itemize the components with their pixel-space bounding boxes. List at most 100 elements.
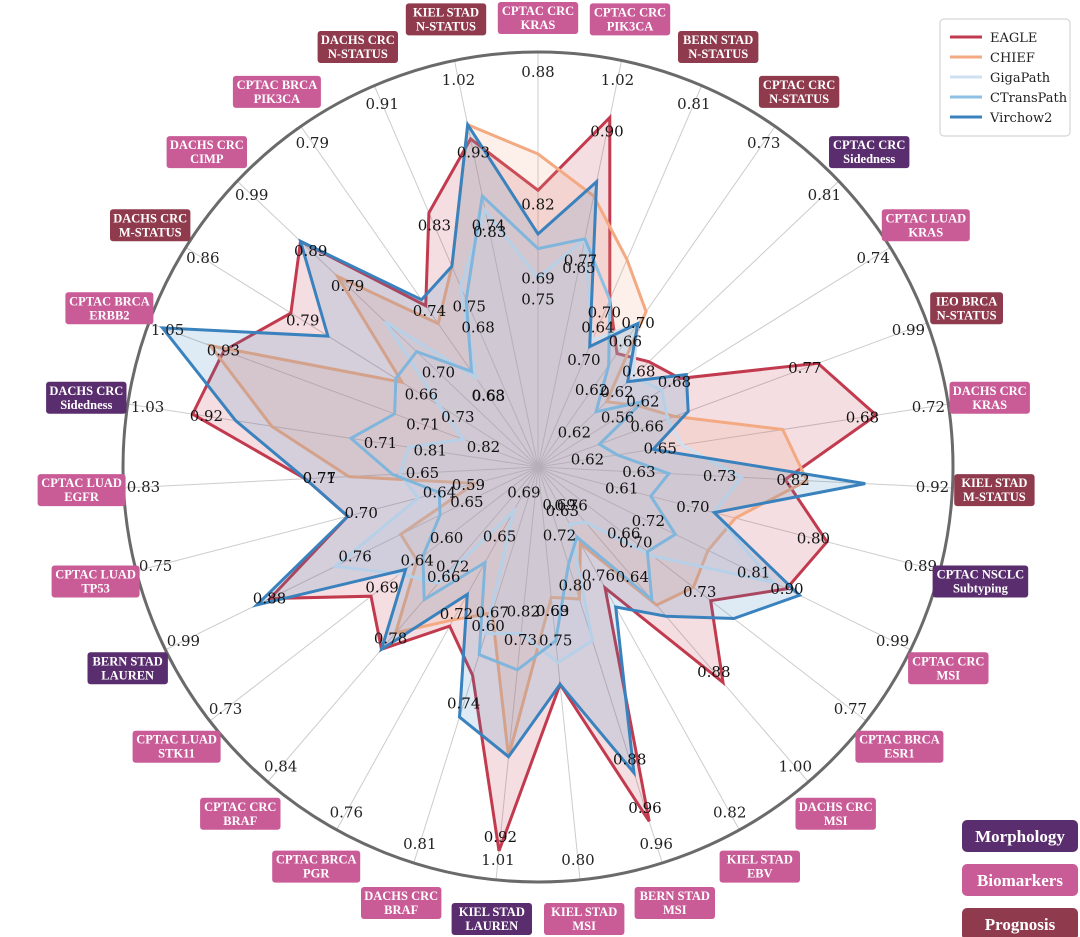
radar-spoke [209,466,539,722]
radar-spoke [185,247,539,468]
radar-spoke [537,466,663,864]
badge-text: LAUREN [465,919,518,933]
axis-max-label: 0.89 [904,557,937,575]
value-label: 0.92 [484,828,517,846]
value-label: 0.65 [450,493,483,511]
value-label: 0.62 [575,381,608,399]
value-label: 0.75 [452,298,485,316]
axis-max-label: 1.02 [601,71,634,89]
value-label: 0.72 [543,527,576,545]
badge-text: MSI [663,903,687,917]
badge-text: MSI [936,668,960,682]
badge-text: CPTAC BRCA [276,853,357,867]
radar-spoke [300,126,539,468]
value-label: 0.73 [441,408,474,426]
radar-spoke [123,466,539,489]
value-label: 0.76 [554,497,587,515]
badge-background [451,903,532,935]
axis-max-label: 0.81 [403,835,436,853]
value-label: 0.65 [406,464,439,482]
radar-spoke [537,466,953,489]
value-label: 0.88 [697,663,730,681]
badge-background [497,2,579,34]
axis-max-label: 0.80 [561,851,594,869]
value-label: 0.77 [564,251,597,269]
axis-max-label: 0.92 [916,478,949,496]
axis-max-label: 0.99 [235,186,268,204]
value-label: 0.73 [703,467,736,485]
value-label: 0.68 [471,386,504,404]
badge-background [932,565,1029,598]
value-label: 0.56 [601,408,634,426]
value-label: 0.76 [338,548,371,566]
series-ctranspath-polygon [348,192,678,672]
value-label: 0.74 [472,216,505,234]
value-label: 0.79 [286,311,319,329]
badge-text: CPTAC LUAD [55,568,136,582]
badge-background [930,292,1003,325]
value-label: 0.63 [472,387,505,405]
value-label: 0.63 [536,602,569,620]
category-legend-badge [962,908,1078,937]
axis-max-label: 0.91 [365,95,398,113]
legend-frame [939,18,1071,137]
value-label: 0.68 [658,373,691,391]
value-label: 0.77 [303,469,336,487]
value-label: 0.75 [521,291,554,309]
badge-background [829,136,910,169]
axis-max-label: 0.99 [892,321,925,339]
axis-max-label: 0.83 [127,478,160,496]
axis-max-label: 0.99 [876,632,909,650]
value-label: 0.73 [683,583,716,601]
badge-background [678,31,759,63]
value-label: 0.83 [418,217,451,235]
badge-text: EBV [747,867,773,881]
badge-background [881,209,970,242]
badge-text: KRAS [521,18,556,32]
value-label: 0.60 [471,617,504,635]
radar-spoke [537,180,840,468]
badge-text: DACHS CRC [799,800,873,814]
value-label: 0.73 [504,631,537,649]
value-label: 0.70 [621,314,654,332]
value-label: 0.80 [797,529,830,547]
value-label: 0.82 [776,471,809,489]
badge-text: Subtyping [953,582,1009,596]
legend-label: GigaPath [990,71,1051,86]
legend-label: Virchow2 [989,111,1052,126]
axis-max-label: 0.81 [677,95,710,113]
badge-text: KIEL STAD [459,905,525,919]
value-label: 0.61 [605,480,638,498]
axis-max-label: 1.01 [481,851,514,869]
axis-max-label: 0.84 [264,758,297,776]
axis-max-label: 0.96 [639,835,672,853]
legend-label: EAGLE [990,31,1037,46]
axis-max-labels: 0.88 1.02 0.81 0.73 0.81 0.74 0.99 0.72 0.92 0.89… [127,63,949,869]
axis-max-label: 0.77 [834,700,867,718]
value-label: 0.69 [542,496,575,514]
value-label: 0.71 [303,469,336,487]
radar-spoke [413,466,539,864]
value-label: 0.64 [423,484,456,502]
value-label: 0.69 [536,602,569,620]
value-label: 0.62 [571,450,604,468]
badge-text: KIEL STAD [961,476,1027,490]
badge-background [361,887,442,919]
radar-spoke [537,247,891,468]
value-label: 0.66 [607,524,640,542]
value-label: 0.88 [613,750,646,768]
value-label: 0.62 [600,383,633,401]
radar-spoke [537,466,867,722]
badge-background [65,292,154,325]
series-gigapath-polygon [331,207,778,665]
